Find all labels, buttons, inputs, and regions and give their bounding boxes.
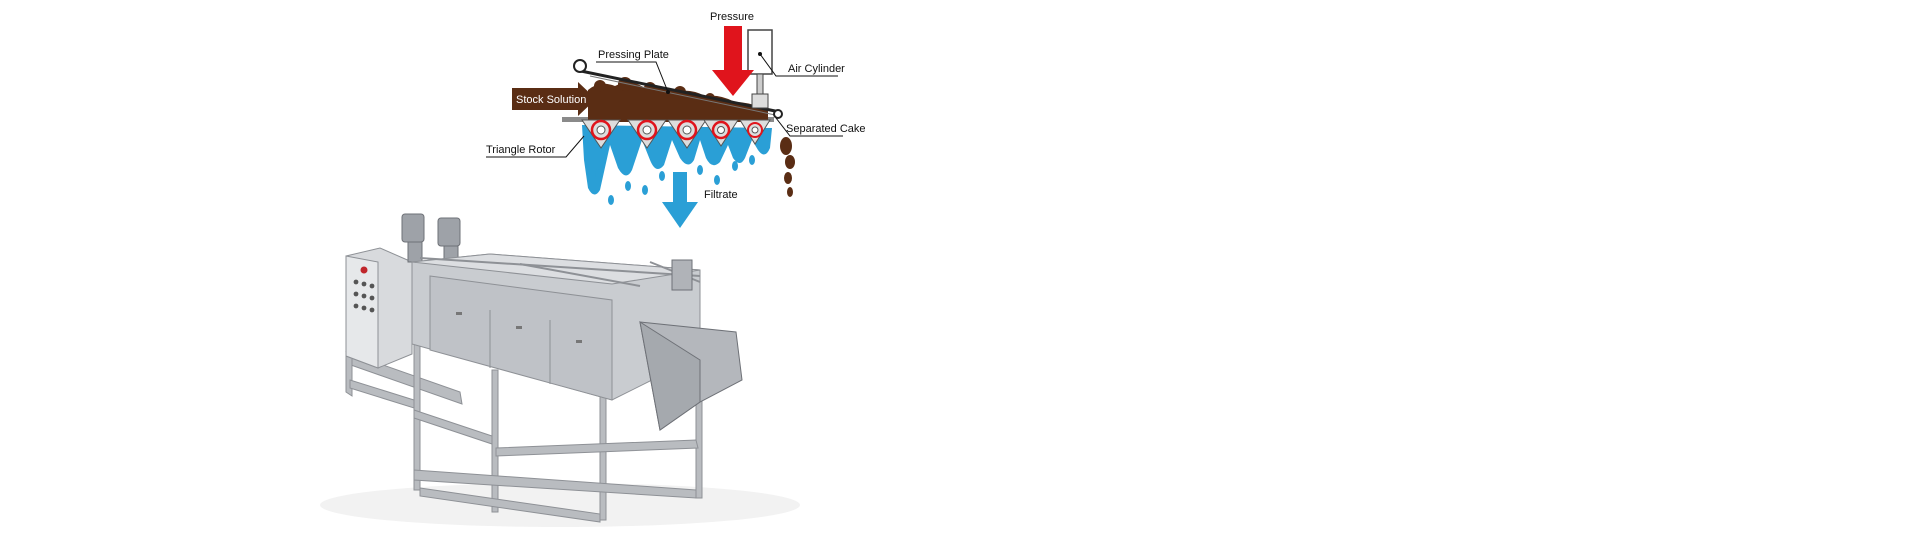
triangle-rotor-label: Triangle Rotor <box>486 144 556 156</box>
filtrate-arrow-icon <box>662 172 698 228</box>
discharge-chute <box>639 320 743 431</box>
rotor-5 <box>739 119 771 145</box>
air-cylinder-label: Air Cylinder <box>788 63 845 75</box>
top-roller <box>671 259 693 291</box>
main-tank <box>411 253 701 401</box>
process-diagram: Stock Solution Pressure Pressing Plate A… <box>486 11 866 228</box>
pressure-label: Pressure <box>710 11 754 23</box>
rotor-2 <box>627 119 667 149</box>
pressure-arrow-icon <box>712 26 754 96</box>
emergency-stop-icon <box>360 266 368 274</box>
cabinet-buttons <box>353 279 375 313</box>
triangle-rotors <box>581 119 771 149</box>
plate-hinge-icon <box>773 109 783 119</box>
leader-lines <box>486 53 843 158</box>
pressing-plate <box>573 59 783 119</box>
separated-cake-drips <box>780 137 795 197</box>
rotor-1 <box>581 119 621 149</box>
filtrate-label: Filtrate <box>704 189 738 201</box>
rotor-3 <box>667 119 707 149</box>
control-cabinet <box>345 247 413 369</box>
sludge-mass <box>588 77 768 122</box>
rotor-4 <box>703 119 739 147</box>
dewatering-machine <box>320 213 800 527</box>
filtrate-water <box>582 125 772 205</box>
pivot-icon <box>573 59 587 73</box>
air-cylinder <box>747 29 773 109</box>
separated-cake-label: Separated Cake <box>786 123 866 135</box>
stock-solution-label: Stock Solution <box>516 94 586 106</box>
pressing-plate-label: Pressing Plate <box>598 49 669 61</box>
stock-solution-arrow: Stock Solution <box>512 82 596 116</box>
